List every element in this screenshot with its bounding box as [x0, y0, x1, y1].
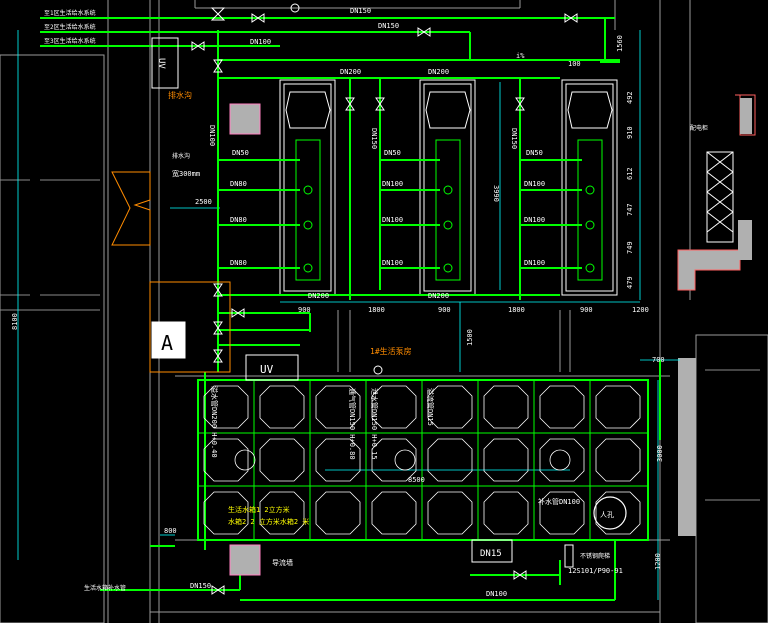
pipe-label: DN100 — [382, 259, 403, 267]
equipment-labels: UV UV A 人孔 导流墙 不锈钢爬梯 12S101/P90-91 配电柜 生… — [84, 58, 708, 592]
equipment — [111, 3, 574, 576]
dim-label: 宽300mm — [172, 169, 200, 178]
dim-label: 747 — [626, 203, 634, 216]
dim-label: 479 — [626, 276, 634, 289]
legend-line-1: 至1区生活给水系统 — [44, 9, 96, 17]
dim-label: 900 — [438, 306, 451, 314]
dim-label: 1800 — [368, 306, 385, 314]
dn15-box-label: DN15 — [480, 549, 502, 559]
trench-label: 排水沟 — [172, 152, 190, 160]
pipe-label: DN50 — [384, 149, 401, 157]
pipe-label: DN50 — [526, 149, 543, 157]
legend-line-2: 至2区生活给水系统 — [44, 23, 96, 31]
pipe-label: DN100 — [382, 180, 403, 188]
pipe-label: DN200 — [428, 68, 449, 76]
dim-label: 3990 — [492, 185, 500, 202]
dim-label: 612 — [626, 167, 634, 180]
pipes — [40, 17, 661, 601]
tank-vertical-labels: 溢水管DN200 H+0.40 通气管DN150 H+0.80 泄水管DN150… — [210, 386, 435, 460]
highlight-labels: 排水沟 1#生活泵房 生活水箱1 2立方米 水箱2 2 立方米水箱2 米 — [168, 90, 412, 526]
pipe-labels: DN150 DN150 DN100 DN200 DN200 DN50 DN50 … — [190, 7, 580, 598]
pipe-label: DN150 — [190, 582, 211, 590]
ladder-label: 不锈钢爬梯 — [580, 552, 610, 560]
cabinet-label: 配电柜 — [690, 124, 708, 132]
dim-label: 492 — [626, 91, 634, 104]
dim-label: 900 — [580, 306, 593, 314]
pipe-label: DN100 — [524, 259, 545, 267]
pipe-label: DN50 — [232, 149, 249, 157]
tank-label-vertical: 溢水管DN200 H+0.40 — [210, 386, 219, 458]
dim-label: 700 — [652, 356, 665, 364]
pipe-label: DN150 — [510, 128, 518, 149]
dim-label: i% — [516, 52, 525, 60]
pipe-label: DN200 — [340, 68, 361, 76]
pipe-label: 补水管DN100 — [538, 497, 580, 506]
dim-label: 910 — [626, 126, 634, 139]
uv-top-label: UV — [156, 58, 166, 69]
water-tank-grid — [197, 379, 649, 541]
guide-wall-label: 导流墙 — [272, 558, 293, 567]
wall-hatch — [0, 179, 760, 501]
pipe-label: DN100 — [524, 216, 545, 224]
dim-label: 100 — [568, 60, 581, 68]
dim-label: 749 — [626, 241, 634, 254]
dim-label: 3000 — [656, 445, 664, 462]
pump-room-label: 1#生活泵房 — [370, 346, 412, 356]
tank-note-b: 水箱2 2 立方米水箱2 米 — [228, 517, 309, 526]
pump-unit-3 — [561, 79, 618, 296]
dim-label: 8100 — [11, 313, 19, 330]
pipe-label: DN150 — [370, 128, 378, 149]
tank-label-vertical: 泄水管DN150 H+0.15 — [370, 388, 379, 460]
pipe-label: DN80 — [230, 180, 247, 188]
pipe-label: DN150 — [350, 7, 371, 15]
pipe-label: DN100 — [208, 125, 216, 146]
valves — [191, 7, 578, 595]
right-wall-block — [677, 94, 756, 536]
drain-ditch-label: 排水沟 — [168, 90, 192, 100]
pump-unit-2 — [419, 79, 476, 296]
dim-label: 1200 — [632, 306, 649, 314]
tank-cells — [203, 385, 641, 535]
dim-label: 2500 — [195, 198, 212, 206]
pipe-label: DN200 — [308, 292, 329, 300]
pipe-label: DN100 — [382, 216, 403, 224]
dimension-labels: 1560 100 492 910 612 747 749 479 3990 25… — [11, 35, 665, 570]
pump-circles — [303, 185, 595, 273]
pump-unit-1 — [279, 79, 336, 296]
to-tank-label: 生活水箱补水管 — [84, 584, 126, 592]
uv-mid-label: UV — [260, 363, 274, 376]
dim-label: 1560 — [616, 35, 624, 52]
marker-a: A — [161, 331, 173, 355]
dim-label: 1500 — [466, 329, 474, 346]
tank-label-vertical: 溢流管DN15 — [426, 388, 435, 426]
legend-labels: 至1区生活给水系统 至2区生活给水系统 至3区生活给水系统 — [44, 9, 96, 45]
standard-label: 12S101/P90-91 — [568, 567, 623, 575]
pipe-label: DN100 — [524, 180, 545, 188]
legend-line-3: 至3区生活给水系统 — [44, 37, 96, 45]
dim-label: 1200 — [654, 553, 662, 570]
pipe-label: DN80 — [230, 216, 247, 224]
pipe-label: DN200 — [428, 292, 449, 300]
pipe-label: DN150 — [378, 22, 399, 30]
dim-label: 900 — [298, 306, 311, 314]
tank-label-vertical: 通气管DN150 H+0.80 — [348, 388, 357, 460]
dim-label: 1800 — [508, 306, 525, 314]
pipe-label: DN100 — [486, 590, 507, 598]
dim-label: 8500 — [408, 476, 425, 484]
dimension-lines — [17, 30, 680, 600]
tank-note-a: 生活水箱1 2立方米 — [228, 505, 290, 514]
pipe-label: DN80 — [230, 259, 247, 267]
pipe-label: DN100 — [250, 38, 271, 46]
dim-label: 800 — [164, 527, 177, 535]
manhole-label: 人孔 — [600, 511, 614, 519]
